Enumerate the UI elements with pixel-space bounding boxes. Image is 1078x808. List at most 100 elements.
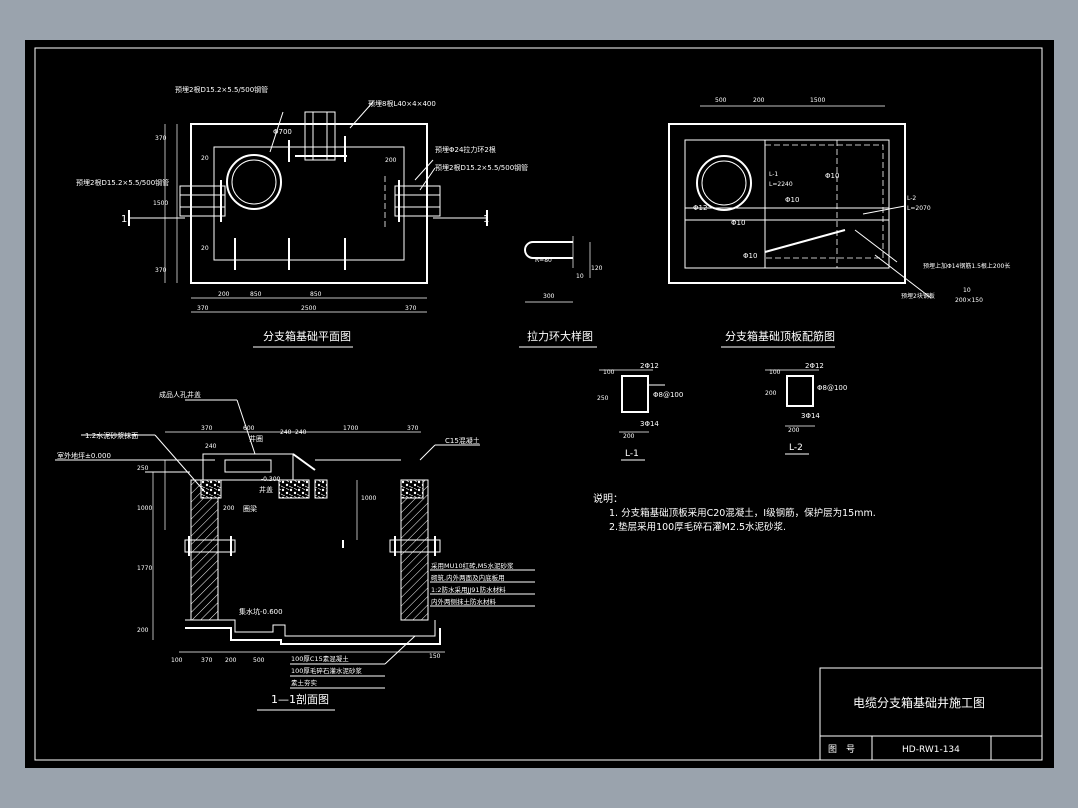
plan-section-mark-left: 1 <box>121 214 127 225</box>
roof-phi-b: Φ10 <box>785 196 799 204</box>
roof-phi-c: Φ10 <box>731 219 745 227</box>
beam2-width: 200 <box>788 427 800 434</box>
beam1-width: 200 <box>623 433 635 440</box>
sec-c15: C15混凝土 <box>445 436 480 445</box>
sec-lid: 井盖 <box>259 485 273 494</box>
plan-dim-b1: 850 <box>250 291 262 298</box>
plan-dim-l2: 370 <box>155 267 167 274</box>
beam2-bottom: 3Φ14 <box>801 412 820 420</box>
sec-manhole-cover: 成品人孔井盖 <box>159 390 201 399</box>
plan-callout-top: 预埋2根D15.2×5.5/500钢管 <box>175 85 268 94</box>
plan-dim-s2: 20 <box>201 245 209 252</box>
roof-dim-1500: 1500 <box>810 97 825 104</box>
drawing-sheet: 预埋2根D15.2×5.5/500钢管 预埋8根L40×4×400 预埋Φ24拉… <box>25 40 1054 768</box>
beam1-top: 2Φ12 <box>640 362 659 370</box>
roof-dim-200: 200 <box>753 97 765 104</box>
beam1-cover: 100 <box>603 369 615 376</box>
sec-pit: 集水坑-0.600 <box>239 607 283 616</box>
sec-base-1: 100厚C15素混凝土 <box>291 654 349 663</box>
title-block-title: 电缆分支箱基础井施工图 <box>853 695 985 710</box>
plan-title: 分支箱基础平面图 <box>263 329 351 343</box>
sec-dim-l1: 1000 <box>137 505 152 512</box>
roof-plate-note: 预埋2块钢板 <box>901 292 935 300</box>
roof-plan <box>668 105 932 299</box>
sec-base-3: 素土夯实 <box>291 678 318 687</box>
beam2-name: L-2 <box>789 443 803 453</box>
roof-phi-d: Φ12 <box>693 204 707 212</box>
left-wall <box>190 479 219 621</box>
beam2-height: 200 <box>765 390 777 397</box>
beam1-stirrup: Φ8@100 <box>653 391 683 399</box>
plan-callout-left: 预埋2根D15.2×5.5/500钢管 <box>76 178 169 187</box>
plan-circle-dim: Φ700 <box>273 128 292 136</box>
sec-ring: 井圈 <box>249 434 263 443</box>
beam2-top: 2Φ12 <box>805 362 824 370</box>
sec-dim-l3: 200 <box>137 627 149 634</box>
notes-heading: 说明： <box>593 492 623 505</box>
roof-dim-500: 500 <box>715 97 727 104</box>
plan-dim-total: 2500 <box>301 305 316 312</box>
sec-dim-b1: 370 <box>201 657 213 664</box>
roof-title: 分支箱基础顶板配筋图 <box>725 329 835 343</box>
sec-dim-b0: 100 <box>171 657 183 664</box>
sec-dim-t2: 1700 <box>343 425 358 432</box>
sec-dim-b2: 200 <box>225 657 237 664</box>
ring-label-r: R=80 <box>535 257 552 264</box>
beam2-cover: 100 <box>769 369 781 376</box>
sec-ring-beam: 圈梁 <box>243 504 257 513</box>
sec-dim-s1: 240 <box>280 429 292 436</box>
plan-view <box>128 101 488 313</box>
roof-l2-len: L=2070 <box>907 205 931 212</box>
beam-l1-section <box>599 369 665 433</box>
ring-label-300: 300 <box>543 293 555 300</box>
plan-dim-s1: 20 <box>201 155 209 162</box>
pull-ring-detail <box>524 236 591 303</box>
title-block-number-label: 图 号 <box>828 744 855 755</box>
sec-dim-l0: 250 <box>137 465 149 472</box>
sec-dim-b3: 500 <box>253 657 265 664</box>
sec-misc-0: -0.300 <box>261 476 281 483</box>
sec-base-2: 100厚毛碎石灌水泥砂浆 <box>291 666 362 675</box>
beam-l2-section <box>765 369 819 427</box>
ring-label-120: 120 <box>591 265 603 272</box>
plan-callout-angle: 预埋8根L40×4×400 <box>368 99 436 108</box>
note-1: 1. 分支箱基础顶板采用C20混凝土，Ⅰ级钢筋，保护层为15mm. <box>609 507 876 519</box>
beam1-height: 250 <box>597 395 609 402</box>
sec-dim-t1: 600 <box>243 425 255 432</box>
sec-misc-3: 150 <box>429 653 441 660</box>
plan-callout-right: 预埋2根D15.2×5.5/500钢管 <box>435 163 528 172</box>
sec-misc-2: 200 <box>223 505 235 512</box>
beam2-stirrup: Φ8@100 <box>817 384 847 392</box>
roof-plate-num: 10 <box>963 287 971 294</box>
inner-frame <box>34 47 1043 761</box>
ring-label-10: 10 <box>576 273 584 280</box>
beam1-name: L-1 <box>625 449 639 459</box>
plan-section-mark-right: 1 <box>483 214 489 225</box>
roof-rebar-note: 预埋上加Φ14钢筋1.5根上200长 <box>923 262 1010 270</box>
plan-dim-s0: 200 <box>218 291 230 298</box>
plan-dim-s3: 200 <box>385 157 397 164</box>
sec-dim-t0: 370 <box>201 425 213 432</box>
right-wall <box>400 479 429 621</box>
cable-opening-circle <box>226 154 282 210</box>
sec-dim-s0: 240 <box>205 443 217 450</box>
sec-wall-note-1: 采用MU10红砖,M5水泥砂浆 <box>431 561 514 570</box>
roof-phi-a: Φ10 <box>825 172 839 180</box>
sec-mortar: 1:2水泥砂浆抹面 <box>85 431 138 440</box>
plan-dim-b2: 850 <box>310 291 322 298</box>
plan-dim-b3: 370 <box>405 305 417 312</box>
section-view <box>55 399 535 689</box>
sec-ground-level: 室外地坪±0.000 <box>57 451 111 460</box>
sec-wall-note-4: 内外两侧抹土防水材料 <box>431 597 497 606</box>
sec-wall-note-3: 1:2防水采用JJ91防水材料 <box>431 585 506 594</box>
note-2: 2.垫层采用100厚毛碎石灌M2.5水泥砂浆. <box>609 521 786 533</box>
sec-dim-t3: 370 <box>407 425 419 432</box>
plan-callout-ring: 预埋Φ24拉力环2根 <box>435 145 496 154</box>
pull-ring-title: 拉力环大样图 <box>527 329 593 343</box>
roof-plate-size: 200×150 <box>955 297 983 304</box>
roof-l1: L-1 <box>769 171 778 178</box>
roof-l1-len: L=2240 <box>769 181 793 188</box>
cad-drawing: 预埋2根D15.2×5.5/500钢管 预埋8根L40×4×400 预埋Φ24拉… <box>34 47 1043 761</box>
title-block-number-value: HD-RW1-134 <box>902 745 960 755</box>
beam1-bottom: 3Φ14 <box>640 420 659 428</box>
